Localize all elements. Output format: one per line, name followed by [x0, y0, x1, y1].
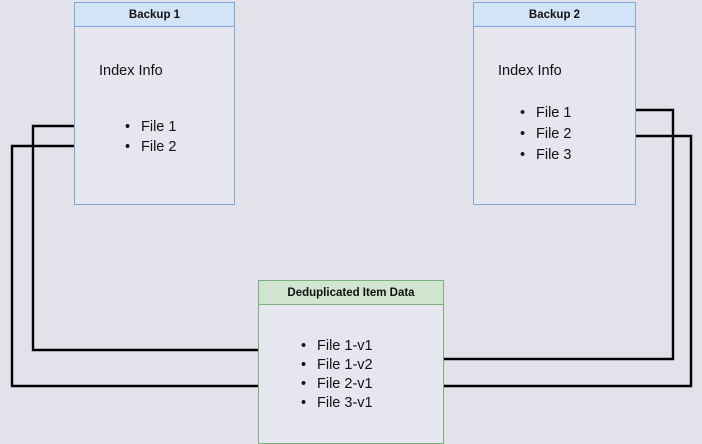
- backup-1-index-label: Index Info: [99, 63, 163, 79]
- list-item: File 1: [518, 103, 571, 124]
- list-item: File 2: [123, 137, 176, 157]
- backup-2-box[interactable]: Backup 2 Index Info File 1 File 2 File 3: [473, 2, 636, 205]
- backup-2-header: Backup 2: [474, 3, 635, 27]
- list-item: File 3: [518, 145, 571, 166]
- list-item: File 1-v1: [299, 337, 373, 356]
- backup-1-header: Backup 1: [75, 3, 234, 27]
- backup-2-index-label: Index Info: [498, 63, 562, 79]
- list-item: File 2: [518, 124, 571, 145]
- deduplicated-item-data-box[interactable]: Deduplicated Item Data File 1-v1 File 1-…: [258, 280, 444, 444]
- connector-backup2-file2-to-file2v1: [395, 134, 693, 390]
- list-item: File 2-v1: [299, 375, 373, 394]
- backup-2-file-list: File 1 File 2 File 3: [518, 103, 571, 166]
- list-item: File 1-v2: [299, 356, 373, 375]
- deduplicated-item-data-header: Deduplicated Item Data: [259, 281, 443, 305]
- backup-1-box[interactable]: Backup 1 Index Info File 1 File 2: [74, 2, 235, 205]
- list-item: File 1: [123, 117, 176, 137]
- backup-2-body: Index Info File 1 File 2 File 3: [474, 27, 635, 204]
- connector-backup1-file2-to-file2v1: [10, 144, 301, 390]
- list-item: File 3-v1: [299, 394, 373, 413]
- backup-1-body: Index Info File 1 File 2: [75, 27, 234, 204]
- deduplicated-file-list: File 1-v1 File 1-v2 File 2-v1 File 3-v1: [299, 337, 373, 413]
- backup-1-file-list: File 1 File 2: [123, 117, 176, 157]
- deduplicated-item-data-body: File 1-v1 File 1-v2 File 2-v1 File 3-v1: [259, 305, 443, 443]
